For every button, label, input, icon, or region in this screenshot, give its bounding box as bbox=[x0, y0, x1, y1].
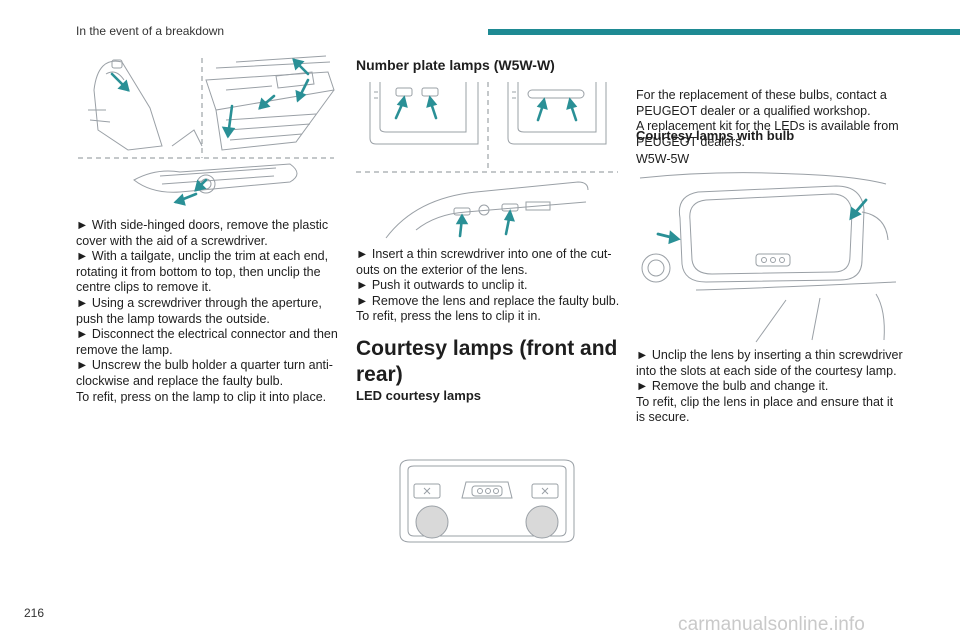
instruction-line: ► Unscrew the bulb holder a quarter turn… bbox=[76, 358, 333, 373]
instruction-line: is secure. bbox=[636, 410, 690, 425]
courtesy-title-line: Courtesy lamps (front and bbox=[356, 337, 618, 360]
header-accent-bar bbox=[488, 29, 960, 35]
intro-line: PEUGEOT dealers. bbox=[636, 134, 745, 149]
instruction-line: clockwise and replace the faulty bulb. bbox=[76, 373, 284, 388]
watermark: carmanualsonline.info bbox=[678, 614, 865, 635]
instruction-line: To refit, press on the lamp to clip it i… bbox=[76, 389, 327, 404]
instruction-line: ► Push it outwards to unclip it. bbox=[356, 278, 528, 293]
instruction-line: To refit, clip the lens in place and ens… bbox=[636, 394, 894, 409]
instruction-line: ► Insert a thin screwdriver into one of … bbox=[356, 247, 612, 261]
instruction-line: outs on the exterior of the lens. bbox=[356, 262, 528, 277]
instruction-line: ► With a tailgate, unclip the trim at ea… bbox=[76, 249, 329, 264]
intro-line: For the replacement of these bulbs, cont… bbox=[636, 88, 887, 102]
instruction-line: push the lamp towards the outside. bbox=[76, 311, 270, 326]
column-2-instructions: ► Insert a thin screwdriver into one of … bbox=[356, 247, 626, 325]
intro-line: A replacement kit for the LEDs is availa… bbox=[636, 119, 899, 134]
instruction-line: ► Using a screwdriver through the apertu… bbox=[76, 295, 322, 310]
tailgate-lamp-illustration bbox=[78, 55, 335, 206]
number-plate-lamps-title: Number plate lamps (W5W-W) bbox=[356, 57, 555, 73]
column-1-instructions: ► With side-hinged doors, remove the pla… bbox=[76, 218, 346, 405]
courtesy-lamps-bulb-subtitle: Courtesy lamps with bulb bbox=[636, 128, 795, 143]
led-courtesy-lamp-illustration bbox=[399, 459, 575, 543]
instruction-line: into the slots at each side of the court… bbox=[636, 363, 897, 378]
instruction-line: ► Disconnect the electrical connector an… bbox=[76, 327, 338, 342]
column-3-instructions: ► Unclip the lens by inserting a thin sc… bbox=[636, 348, 926, 426]
page-number: 216 bbox=[24, 606, 45, 620]
instruction-line: centre clips to remove it. bbox=[76, 280, 212, 295]
bulb-type-label: W5W-5W bbox=[636, 152, 690, 166]
instruction-line: ► Remove the bulb and change it. bbox=[636, 379, 829, 394]
header-section-title: In the event of a breakdown bbox=[76, 24, 225, 38]
instruction-line: remove the lamp. bbox=[76, 342, 173, 357]
instruction-line: ► With side-hinged doors, remove the pla… bbox=[76, 218, 329, 232]
column-3-intro: For the replacement of these bulbs, cont… bbox=[636, 88, 926, 150]
instruction-line: cover with the aid of a screwdriver. bbox=[76, 233, 268, 248]
intro-line: PEUGEOT dealer or a qualified workshop. bbox=[636, 103, 871, 118]
led-courtesy-lamps-subtitle: LED courtesy lamps bbox=[356, 388, 481, 403]
courtesy-lamps-title: Courtesy lamps (front and rear) bbox=[356, 336, 626, 388]
number-plate-lamp-illustration bbox=[356, 82, 618, 239]
instruction-line: rotating it from bottom to top, then unc… bbox=[76, 264, 321, 279]
courtesy-title-line: rear) bbox=[356, 363, 403, 386]
courtesy-lamp-bulb-illustration bbox=[639, 172, 897, 343]
instruction-line: To refit, press the lens to clip it in. bbox=[356, 309, 541, 324]
instruction-line: ► Remove the lens and replace the faulty… bbox=[356, 293, 620, 308]
instruction-line: ► Unclip the lens by inserting a thin sc… bbox=[636, 348, 903, 362]
